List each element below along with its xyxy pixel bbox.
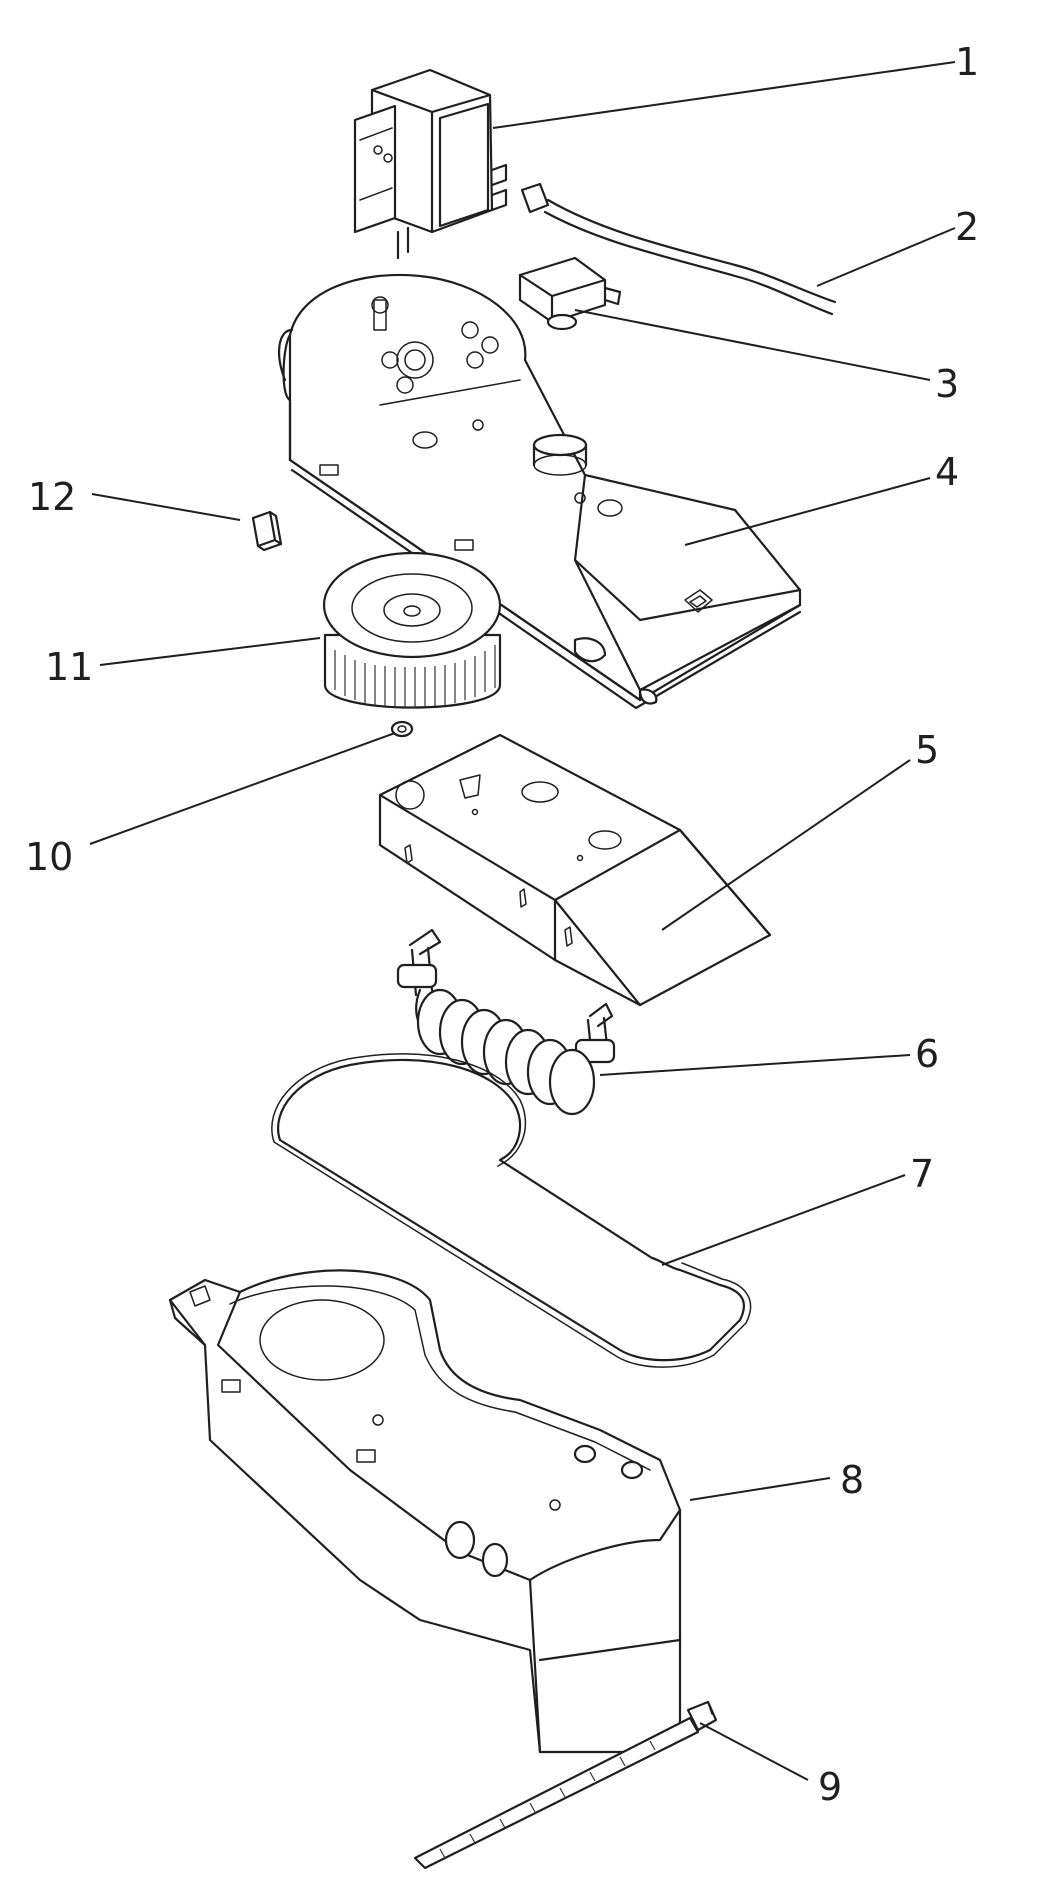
callout-5: 5	[915, 728, 939, 772]
callout-11: 11	[45, 645, 93, 689]
coil-loops	[416, 988, 596, 1116]
callout-3: 3	[935, 362, 959, 406]
callout-10: 10	[25, 835, 73, 879]
callout-6: 6	[915, 1032, 939, 1076]
callout-4: 4	[935, 450, 959, 494]
callout-7: 7	[910, 1152, 934, 1196]
part-12-clip	[251, 510, 283, 552]
callout-9: 9	[818, 1765, 842, 1809]
part-11-fan-wheel	[322, 551, 502, 709]
callout-12: 12	[28, 475, 76, 519]
part-7-gasket	[271, 1053, 752, 1368]
callout-8: 8	[840, 1458, 864, 1502]
part-3-switch	[518, 256, 622, 331]
part-1-motor	[353, 68, 837, 316]
part-10-nut	[390, 720, 414, 738]
part-6-heating-coil	[396, 928, 616, 1116]
part-9-cable-tie	[413, 1700, 718, 1870]
part-8-base-housing	[168, 1269, 682, 1754]
callout-1: 1	[955, 40, 979, 84]
leader-lines	[89, 61, 956, 1781]
callout-2: 2	[955, 205, 979, 249]
part-5-inner-shield	[378, 733, 772, 1007]
callout-numbers: 1 2 3 4 5 6 7 8 9 10 11 12	[25, 40, 979, 1809]
part-4-top-housing	[278, 273, 802, 710]
